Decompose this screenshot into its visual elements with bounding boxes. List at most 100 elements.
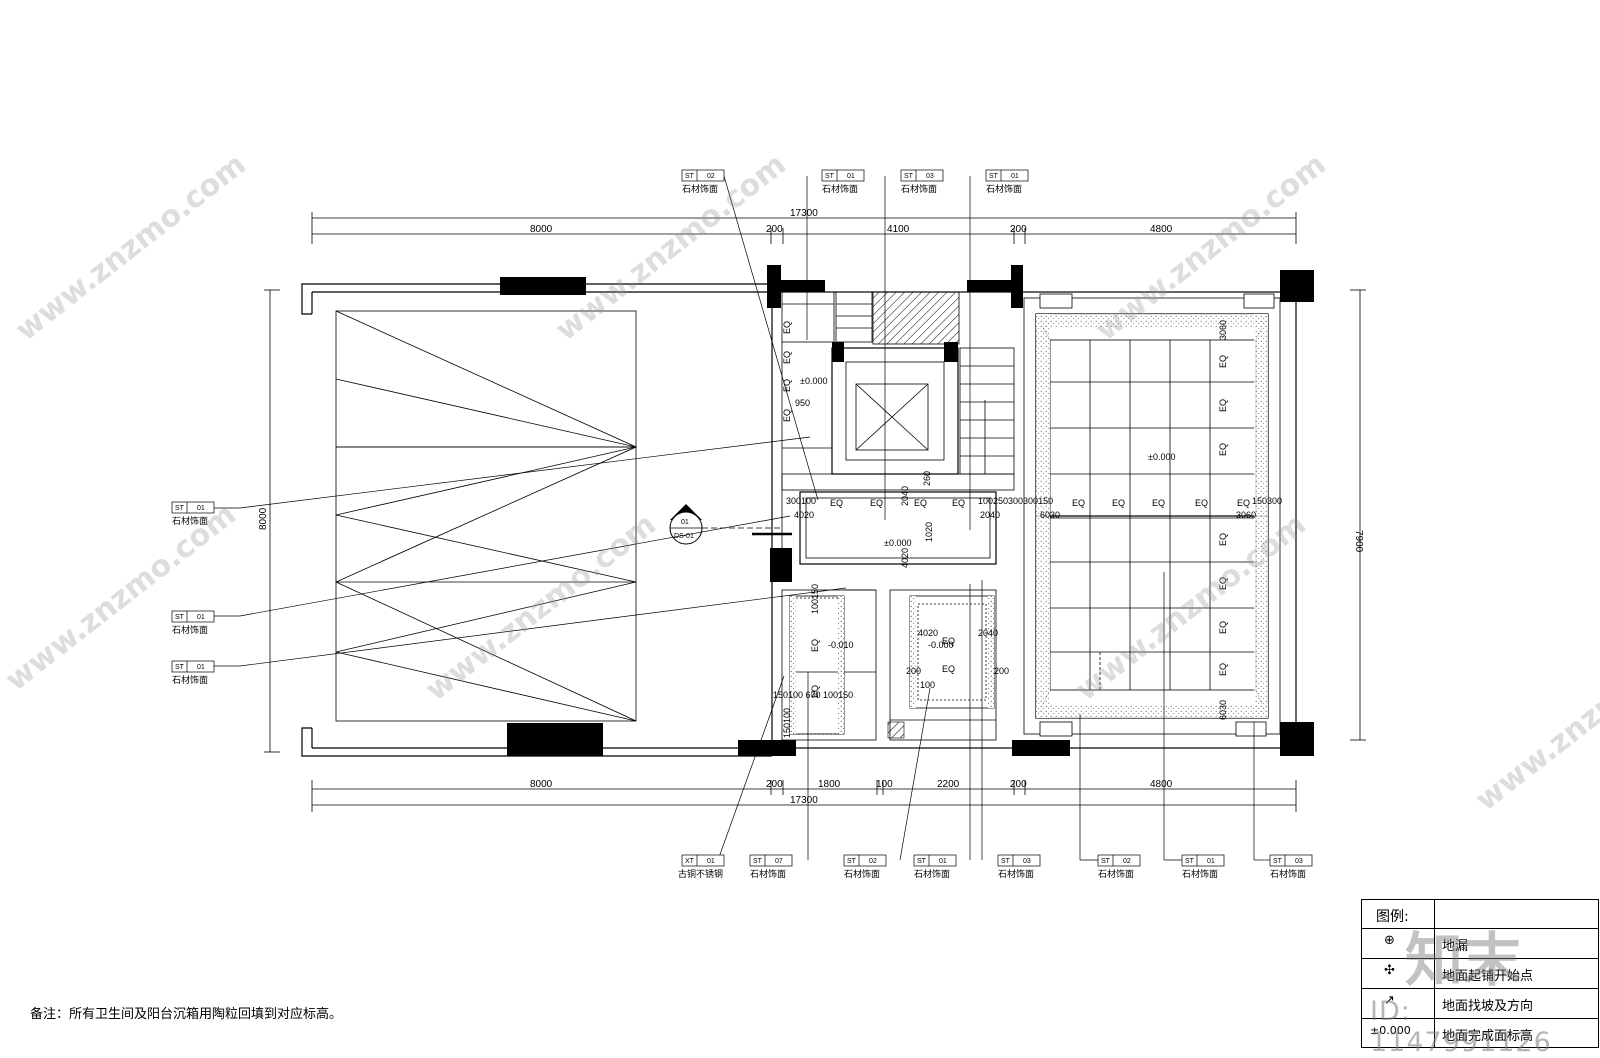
legend-slope-label: 地面找坡及方向 <box>1442 999 1534 1014</box>
eq-label: EQ <box>1218 399 1228 412</box>
tag-bottom-3: ST 02 石材饰面 <box>843 854 887 880</box>
span-6030-label: 6030 <box>1040 510 1060 520</box>
legend-divider <box>1362 958 1598 959</box>
svg-text:ST: ST <box>989 173 999 180</box>
svg-text:02: 02 <box>707 173 715 180</box>
section-marker: 01 DS-01 <box>669 504 792 545</box>
side-dimensions <box>264 289 1366 753</box>
svg-text:01: 01 <box>847 173 855 180</box>
eq-label: EQ <box>870 498 883 508</box>
structural-columns <box>500 265 1314 756</box>
eq-labels: EQ EQ EQ EQ EQ EQ EQ EQ EQ EQ EQ EQ EQ E… <box>782 321 1250 698</box>
section-ref: DS-01 <box>674 533 694 540</box>
eq-label: EQ <box>810 639 820 652</box>
eq-label: EQ <box>942 664 955 674</box>
bath-right-c2-label: 200 <box>994 666 1009 676</box>
row-top-b-label: 100250300300150 <box>978 496 1053 506</box>
elevation-bath-left: -0.010 <box>828 640 854 650</box>
eq-label: EQ <box>942 636 955 646</box>
svg-text:ST: ST <box>825 173 835 180</box>
svg-text:ST: ST <box>685 173 695 180</box>
legend-table: 图例: ⊕ 地漏 ✣ 地面起铺开始点 ↗ 地面找坡及方向 ±0.000 地面完成… <box>1361 899 1599 1048</box>
svg-text:石材饰面: 石材饰面 <box>986 183 1022 195</box>
dim-bottom-seg-7: 4800 <box>1150 779 1173 790</box>
eq-label: EQ <box>1112 498 1125 508</box>
svg-text:石材饰面: 石材饰面 <box>901 183 937 195</box>
material-tags: ST 02 石材饰面 ST 01 石材饰面 ST 03 石材饰面 ST 01 石… <box>171 169 1313 880</box>
span-4020-vertical: 4020 <box>900 548 910 568</box>
svg-text:01: 01 <box>197 614 205 621</box>
tag-bottom-6: ST 02 石材饰面 <box>1080 854 1141 880</box>
eq-label: EQ <box>1218 577 1228 590</box>
svg-text:03: 03 <box>1023 858 1031 865</box>
width-950-label: 950 <box>795 398 810 408</box>
elevation-bath-right: -0.000 <box>928 640 954 650</box>
tag-top-2: ST 01 石材饰面 <box>821 169 865 195</box>
dim-bottom-seg-4: 100 <box>876 779 893 790</box>
bath-right-b-label: 2040 <box>978 628 998 638</box>
eq-label: EQ <box>810 685 820 698</box>
legend-title: 图例: <box>1376 909 1409 925</box>
bath-left-row-label: 150100 670 100150 <box>773 690 853 700</box>
span-6030-vertical: 6030 <box>1218 700 1228 720</box>
tag-top-4: ST 01 石材饰面 <box>985 169 1029 195</box>
svg-text:石材饰面: 石材饰面 <box>1098 868 1134 880</box>
span-1020-label: 1020 <box>924 522 934 542</box>
span-2040-vertical: 2040 <box>900 486 910 506</box>
dim-right-height: 7900 <box>1353 530 1364 553</box>
eq-label: EQ <box>1218 355 1228 368</box>
svg-text:01: 01 <box>197 505 205 512</box>
svg-text:石材饰面: 石材饰面 <box>914 868 950 880</box>
legend-drain-label: 地漏 <box>1442 939 1469 954</box>
dim-bottom-seg-1: 8000 <box>530 779 553 790</box>
leader-lines <box>239 175 1255 861</box>
bath-right-c-label: 200 <box>906 666 921 676</box>
svg-text:03: 03 <box>1295 858 1303 865</box>
tag-top-1: ST 02 石材饰面 <box>681 169 725 195</box>
elevation-icon: ±0.000 <box>1370 1024 1411 1037</box>
eq-label: EQ <box>1218 443 1228 456</box>
right-room-border-speckle <box>1036 314 1268 718</box>
eq-label: EQ <box>1152 498 1165 508</box>
dim-top-total: 17300 <box>790 208 818 219</box>
bath-right-d-label: 100 <box>920 680 935 690</box>
bath-right-a-label: 4020 <box>918 628 938 638</box>
bath-left-bottom-label: 150100 <box>782 708 792 738</box>
svg-text:ST: ST <box>175 664 185 671</box>
eq-label: EQ <box>1195 498 1208 508</box>
tag-bottom-1: XT 01 古铜不锈钢 <box>678 854 725 880</box>
dim-top-seg-3: 4100 <box>887 224 910 235</box>
svg-text:ST: ST <box>175 614 185 621</box>
eq-label: EQ <box>782 321 792 334</box>
svg-text:ST: ST <box>753 858 763 865</box>
row-top-label: 300100 <box>786 496 816 506</box>
tag-left-3: ST 01 石材饰面 <box>171 660 240 686</box>
bath-right-e-label: 260 <box>922 471 932 486</box>
dim-bottom-seg-6: 200 <box>1010 779 1027 790</box>
legend-divider <box>1362 928 1598 929</box>
drawing-note: 备注：所有卫生间及阳台沉箱用陶粒回填到对应标高。 <box>30 1007 343 1022</box>
dim-bottom-seg-3: 1800 <box>818 779 841 790</box>
legend-divider <box>1362 988 1598 989</box>
eq-label: EQ <box>952 498 965 508</box>
svg-text:XT: XT <box>685 858 695 865</box>
shaft-hatch <box>872 291 960 345</box>
dim-top-seg-2: 200 <box>766 224 783 235</box>
dim-bottom-seg-2: 200 <box>766 779 783 790</box>
tag-bottom-4: ST 01 石材饰面 <box>913 854 957 880</box>
svg-text:石材饰面: 石材饰面 <box>822 183 858 195</box>
center-core <box>781 291 1015 578</box>
brand-watermark: 知末 <box>1405 926 1522 994</box>
span-4020-label: 4020 <box>794 510 814 520</box>
svg-text:ST: ST <box>1101 858 1111 865</box>
svg-text:02: 02 <box>869 858 877 865</box>
top-dimensions <box>311 212 1297 244</box>
dim-bottom-total: 17300 <box>790 795 818 806</box>
slope-icon: ↗ <box>1384 993 1395 1008</box>
svg-text:ST: ST <box>904 173 914 180</box>
eq-label: EQ <box>914 498 927 508</box>
elevation-center: ±0.000 <box>884 538 911 548</box>
bath-left-col-label: 100150 <box>810 584 820 614</box>
dim-top-seg-1: 8000 <box>530 224 553 235</box>
